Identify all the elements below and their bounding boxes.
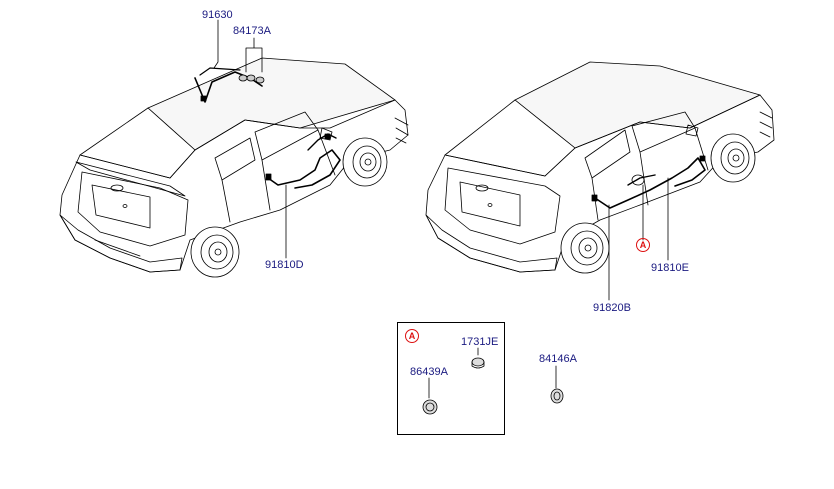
callout-a: A [636, 238, 650, 252]
label-86439a: 86439A [410, 366, 448, 378]
hatchback-car [59, 57, 409, 278]
small-parts [422, 357, 564, 415]
label-91820b: 91820B [593, 302, 631, 314]
grommet-1731je [471, 357, 485, 369]
detail-box [397, 322, 505, 435]
label-91630: 91630 [202, 9, 233, 21]
label-84173a: 84173A [233, 25, 271, 37]
sedan-car [425, 61, 775, 274]
label-84146a: 84146A [539, 353, 577, 365]
plug-84146a [550, 388, 564, 404]
detail-callout-a: A [405, 329, 419, 343]
label-1731je: 1731JE [461, 336, 499, 348]
leader-lines [213, 19, 669, 399]
grommet-86439a [422, 399, 438, 415]
label-91810d: 91810D [265, 259, 304, 271]
label-91810e: 91810E [651, 262, 689, 274]
